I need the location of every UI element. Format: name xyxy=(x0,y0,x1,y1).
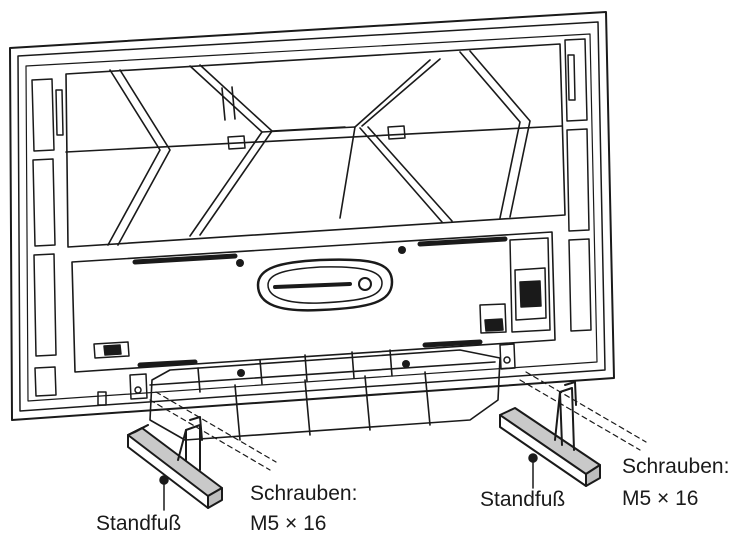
label-schrauben-left: Schrauben: xyxy=(250,482,358,505)
label-standfuss-left: Standfuß xyxy=(96,512,182,535)
tv-back-panel xyxy=(9,11,615,421)
left-ports xyxy=(93,341,130,406)
bracket-screws xyxy=(129,343,516,400)
right-ports xyxy=(479,237,551,334)
mount-hooks xyxy=(55,54,576,150)
stand-bracket xyxy=(149,349,501,441)
central-connector xyxy=(256,258,394,312)
wall-mount-holes xyxy=(236,246,410,377)
label-standfuss-right: Standfuß xyxy=(480,488,566,511)
left-stand-foot xyxy=(127,416,223,509)
side-strips xyxy=(31,38,592,397)
label-screw-size-right: M5 × 16 xyxy=(622,487,699,510)
label-screw-size-left: M5 × 16 xyxy=(250,512,327,535)
label-schrauben-right: Schrauben: xyxy=(622,455,730,478)
rear-lattice xyxy=(65,43,566,248)
foot-pointers xyxy=(159,453,538,511)
right-stand-foot xyxy=(499,381,601,487)
lower-panel xyxy=(71,231,556,373)
screw-guide-lines xyxy=(149,371,647,471)
